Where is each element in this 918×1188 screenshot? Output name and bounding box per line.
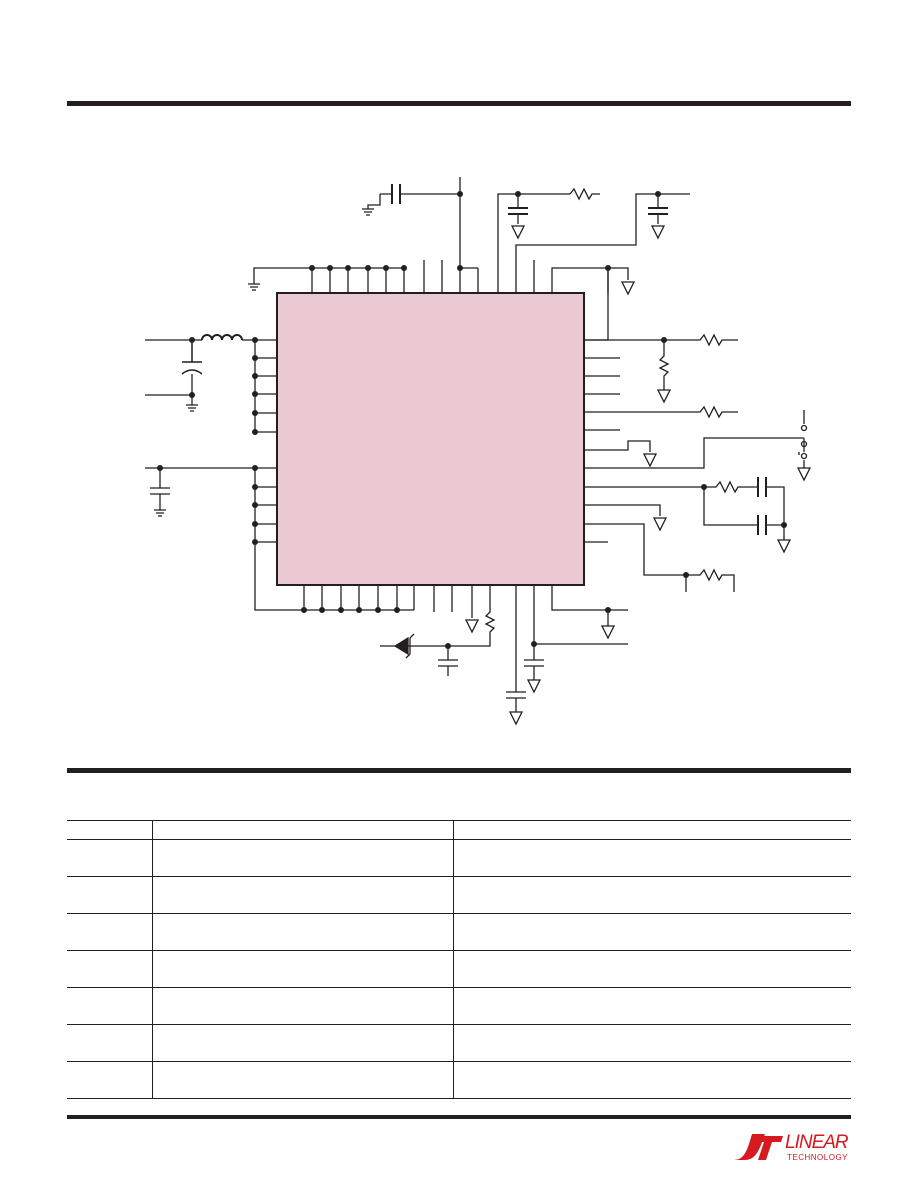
table-cell [453, 1024, 851, 1062]
table-cell [67, 913, 153, 951]
table-cell [453, 839, 851, 877]
table-cell [67, 1024, 153, 1062]
table-header-row [67, 820, 851, 840]
table-row [67, 1061, 851, 1099]
table-cell [152, 1024, 454, 1062]
table-row [67, 876, 851, 914]
table-cell [453, 987, 851, 1025]
table-cell [152, 1061, 454, 1099]
table-cell [67, 876, 153, 914]
table-row [67, 1024, 851, 1062]
section-rule [67, 768, 851, 773]
table-cell [453, 1061, 851, 1099]
lt-logo-icon [733, 1134, 783, 1160]
table-cell [453, 876, 851, 914]
table-header-cell [67, 820, 153, 840]
top-rule [67, 101, 851, 106]
table-cell [152, 839, 454, 877]
table-row [67, 913, 851, 951]
table-cell [152, 950, 454, 988]
table-row [67, 950, 851, 988]
table-cell [453, 950, 851, 988]
ic-body [276, 292, 585, 586]
table-cell [453, 913, 851, 951]
table-cell [152, 987, 454, 1025]
table-cell [67, 950, 153, 988]
junction-dots [157, 191, 787, 649]
schematic-diagram [145, 177, 812, 726]
data-table [67, 820, 851, 1099]
table-cell [67, 987, 153, 1025]
table-cell [67, 839, 153, 877]
table-row [67, 987, 851, 1025]
table-row [67, 839, 851, 877]
logo-wordmark: LINEAR [785, 1132, 849, 1153]
top-left-ground-bus [253, 267, 405, 284]
table-header-cell [152, 820, 454, 840]
linear-technology-logo: LINEAR TECHNOLOGY [731, 1130, 855, 1166]
logo-tagline: TECHNOLOGY [787, 1153, 849, 1162]
bottom-rule [67, 1115, 851, 1119]
table-header-cell [453, 820, 851, 840]
table-cell [152, 876, 454, 914]
table-cell [67, 1061, 153, 1099]
table-cell [152, 913, 454, 951]
